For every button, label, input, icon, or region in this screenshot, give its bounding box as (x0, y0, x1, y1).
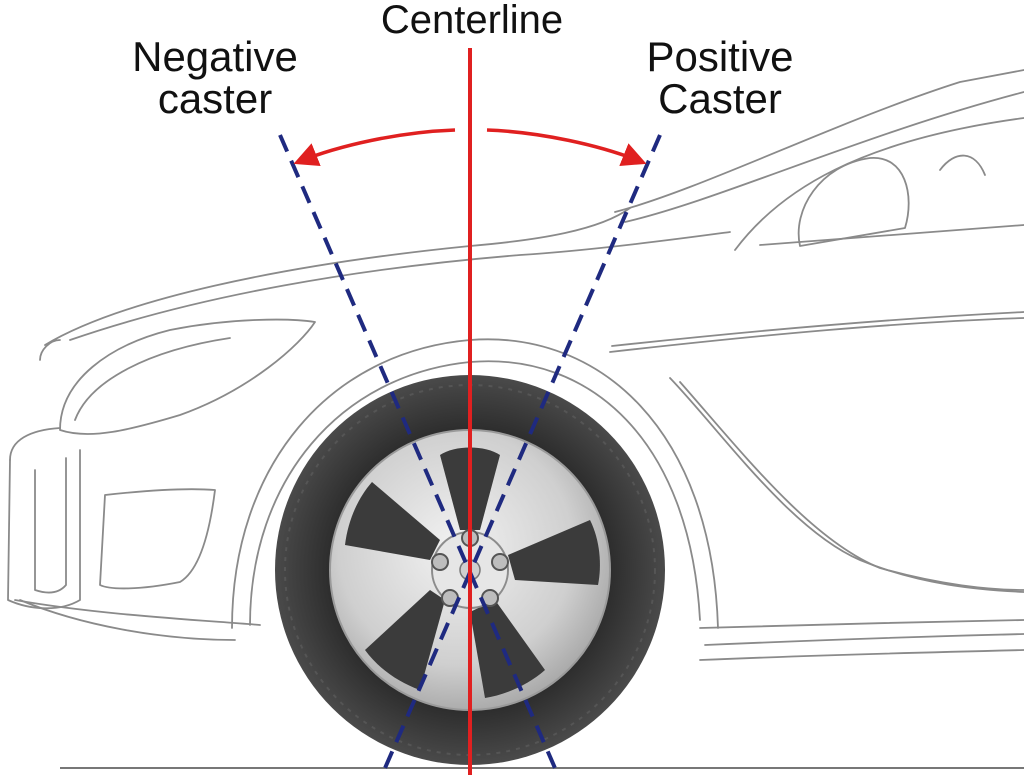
car-body-outline (7, 69, 1024, 661)
positive-caster-arrow (486, 128, 647, 167)
negative-caster-arrow (293, 128, 456, 167)
negative-caster-axis (278, 134, 560, 776)
positive-caster-axis (380, 134, 662, 776)
negative-caster-label-line1: Negative (132, 33, 298, 80)
centerline-label: Centerline (380, 0, 564, 42)
negative-caster-label: Negative caster (90, 36, 340, 120)
lug-nuts (431, 529, 509, 607)
positive-caster-label: Positive Caster (590, 36, 850, 120)
negative-caster-label-line2: caster (157, 75, 273, 122)
positive-caster-label-line1: Positive (646, 33, 794, 80)
rim-spoke-openings (345, 447, 600, 698)
positive-caster-label-line2: Caster (658, 75, 782, 122)
